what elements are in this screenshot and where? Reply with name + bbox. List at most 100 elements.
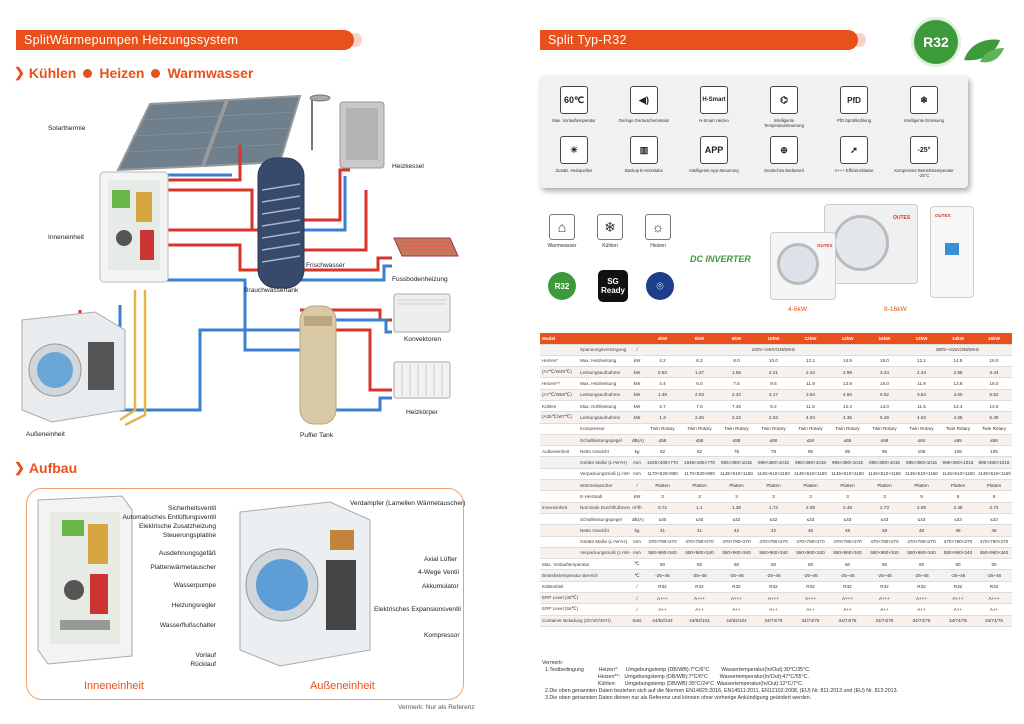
feature-item: ◀)Geringe Geräuschemission xyxy=(614,86,674,123)
outdoor-unit-open-illustration xyxy=(239,501,371,667)
table-cell xyxy=(540,456,578,469)
table-cell: A++ xyxy=(755,603,792,616)
table-cell: 995×390×1015 xyxy=(829,456,866,469)
table-cell: A++ xyxy=(866,603,903,616)
table-cell: 105 xyxy=(976,445,1012,458)
label-underfloor: Fussbodenheizung xyxy=(392,276,448,283)
table-cell: Platten xyxy=(644,479,681,492)
label-buffer: Puffer Tank xyxy=(300,432,334,439)
table-cell: Netto Gewicht xyxy=(578,445,630,458)
hot-water-icon: ⌂ xyxy=(549,214,575,240)
table-cell: R32 xyxy=(718,581,755,594)
table-cell: 470×780×270 xyxy=(755,536,792,548)
r32-badge-label: R32 xyxy=(923,34,949,50)
globe-icon: ⊕ xyxy=(770,136,798,164)
table-cell: ≤65 xyxy=(829,434,866,447)
table-cell: mm xyxy=(630,456,644,469)
table-cell: / xyxy=(630,479,644,492)
table-cell: / xyxy=(630,592,644,605)
table-cell: ≤40 xyxy=(644,513,681,526)
table-cell: 3 xyxy=(829,490,866,503)
table-cell: kW xyxy=(630,389,644,401)
part-accumulator: Akkumulator xyxy=(422,583,459,590)
table-cell: 2.08 xyxy=(792,502,829,514)
left-header-bar: SplitWärmepumpen Heizungssystem xyxy=(16,30,362,50)
table-cell: 60 xyxy=(681,558,718,571)
table-cell: 550×960×340 xyxy=(792,547,829,560)
table-header-cell: 4kW xyxy=(644,333,681,345)
table-header-cell xyxy=(630,333,644,345)
table-cell: 42 xyxy=(718,524,755,537)
part-4way-valve: 4-Wege Ventil xyxy=(418,569,459,576)
table-cell: 44/92/104 xyxy=(681,615,718,627)
table-cell: Nominale Durchflußmenge xyxy=(578,502,630,514)
table-cell: 220V~240V/1N/50Hz xyxy=(644,344,903,356)
table-cell: Twin Rotary xyxy=(718,423,755,435)
sg-ready-badge: SG Ready xyxy=(598,270,628,302)
table-cell: E-Heizstab xyxy=(578,490,630,503)
indoor-unit: OUTES xyxy=(930,206,974,298)
table-cell: 4.60 xyxy=(940,389,976,401)
table-cell: 11.9 xyxy=(792,377,829,390)
table-cell: 5.52 xyxy=(976,389,1012,401)
table-cell: ≤43 xyxy=(792,513,829,526)
mode-cooling: Kühlen xyxy=(28,65,77,81)
part-axial-fan: Axial Lüfter xyxy=(424,556,457,563)
table-cell: 3.84 xyxy=(903,389,940,401)
table-cell: Twin Rotary xyxy=(829,423,866,435)
solar-icon: ☀ xyxy=(560,136,588,164)
table-cell: 550×960×340 xyxy=(829,547,866,560)
label-solar: Solarthermie xyxy=(48,125,86,132)
table-cell: 995×390×1015 xyxy=(976,456,1012,469)
table-cell: 995×390×1015 xyxy=(718,456,755,469)
table-cell: 550×960×340 xyxy=(644,547,681,560)
table-cell: 8.0 xyxy=(718,355,755,368)
table-cell: 3.44 xyxy=(976,366,1012,379)
outdoor-unit-illustration xyxy=(21,311,126,423)
defrost-icon: ❄ xyxy=(910,86,938,114)
table-cell: Heizen* xyxy=(540,355,578,368)
table-cell: ERP Level (55℃) xyxy=(540,603,630,616)
table-cell: -25~46 xyxy=(792,569,829,582)
table-cell: -25~46 xyxy=(718,569,755,582)
table-cell: 48 xyxy=(940,524,976,537)
dc-inverter-logo: DC INVERTER xyxy=(690,254,751,264)
bullet-icon xyxy=(151,68,161,78)
table-cell: 2.25 xyxy=(681,411,718,424)
table-cell: ≤64 xyxy=(792,434,829,447)
table-cell: 9.2 xyxy=(755,400,792,413)
table-cell: Twin Rotary xyxy=(644,423,681,435)
table-header-cell: 6kW xyxy=(681,333,718,345)
table-cell: Geräte Maße (L×W×H) xyxy=(578,456,630,469)
table-cell: 48 xyxy=(903,524,940,537)
part-exp-valve: Elektrisches Expansionsventil xyxy=(374,606,461,613)
table-cell: 470×780×270 xyxy=(644,536,681,548)
table-cell: ≤43 xyxy=(829,513,866,526)
table-cell: A++ xyxy=(940,603,976,616)
table-cell: 5.49 xyxy=(976,411,1012,424)
label-dhw-tank: Brauchwassertank xyxy=(244,287,299,294)
pfd-icon: PfD xyxy=(840,86,868,114)
table-cell: 2.49 xyxy=(829,502,866,514)
table-cell: 10.0 xyxy=(755,355,792,368)
table-cell xyxy=(630,423,644,435)
reference-note: Vermerk: Nur als Referenz xyxy=(398,704,475,711)
table-cell: 4.35 xyxy=(940,411,976,424)
table-cell: dB(A) xyxy=(630,434,644,447)
table-cell: 34/74/75 xyxy=(829,615,866,627)
table-cell: 1.72 xyxy=(755,502,792,514)
table-header-cell: 10kW xyxy=(755,333,792,345)
table-cell xyxy=(540,513,578,526)
table-cell: 62 xyxy=(681,445,718,458)
table-cell: 6.2 xyxy=(681,355,718,368)
table-row: ERP Level (55℃)/A++A++A++A++A++A++A++A++… xyxy=(540,603,1012,616)
table-cell: 14.5 xyxy=(829,355,866,368)
